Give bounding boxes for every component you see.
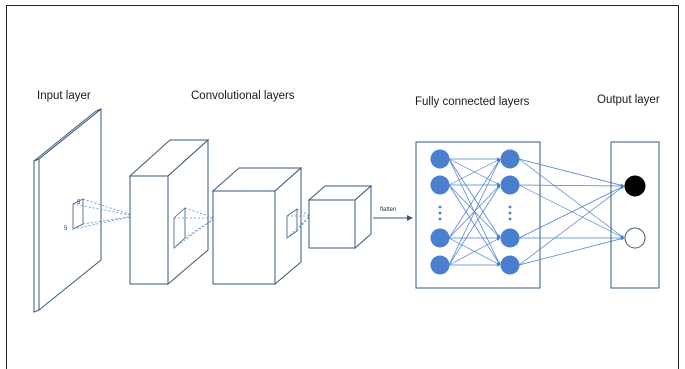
fc1-node-4	[430, 255, 450, 275]
fc2-ellipsis-dot	[508, 217, 512, 221]
output-node-filled	[624, 175, 646, 197]
output-layer-label: Output layer	[597, 94, 660, 106]
flatten-label: flatten	[380, 207, 396, 213]
fc-edge	[448, 184, 501, 266]
conv-layers-label: Convolutional layers	[191, 90, 295, 102]
cnn-diagram: 5 5	[33, 107, 660, 313]
fc1-node-1	[430, 149, 450, 169]
fc2-ellipsis-dot	[508, 205, 512, 209]
output-edge	[518, 184, 625, 239]
conv-block-1	[128, 138, 210, 286]
fc1-node-2	[430, 175, 450, 195]
diagram-frame: Input layer Convolutional layers Fully c…	[6, 5, 679, 369]
output-edges	[518, 158, 625, 266]
conv1-kernel	[173, 207, 216, 249]
fc-layer-1-nodes	[430, 149, 450, 275]
output-layer-box	[610, 141, 660, 289]
fc1-node-3	[430, 228, 450, 248]
conv-block-3	[307, 184, 373, 250]
output-edge	[518, 237, 625, 266]
fc1-ellipsis-dot	[438, 211, 442, 215]
output-edge	[518, 158, 625, 239]
fc-layer-2-nodes	[500, 149, 520, 275]
fc-edge	[448, 237, 501, 266]
fc1-ellipsis-dot	[438, 205, 442, 209]
fc2-node-1	[500, 149, 520, 169]
input-layer-label: Input layer	[37, 90, 91, 102]
output-edge	[518, 158, 625, 187]
fc-edges	[448, 157, 501, 267]
fc-layers-label: Fully connected layers	[415, 96, 530, 108]
output-node-empty	[624, 227, 646, 249]
fc-edge	[448, 158, 501, 186]
conv-block-2	[211, 166, 303, 286]
output-edge	[518, 185, 625, 239]
kernel-mark-a: 5	[77, 200, 81, 206]
fc-layers-box	[415, 141, 541, 289]
conv2-kernel	[286, 208, 311, 239]
fc-edge	[448, 158, 501, 239]
fc2-node-2	[500, 175, 520, 195]
fc2-node-3	[500, 228, 520, 248]
fc2-ellipsis-dot	[508, 211, 512, 215]
fc2-node-4	[500, 255, 520, 275]
output-edge	[518, 184, 625, 188]
input-kernel	[72, 198, 136, 230]
kernel-mark-b: 5	[64, 226, 68, 232]
input-layer-slab	[33, 107, 102, 313]
fc1-ellipsis-dot	[438, 217, 442, 221]
fc-edge	[448, 158, 501, 266]
output-edge	[518, 185, 625, 266]
